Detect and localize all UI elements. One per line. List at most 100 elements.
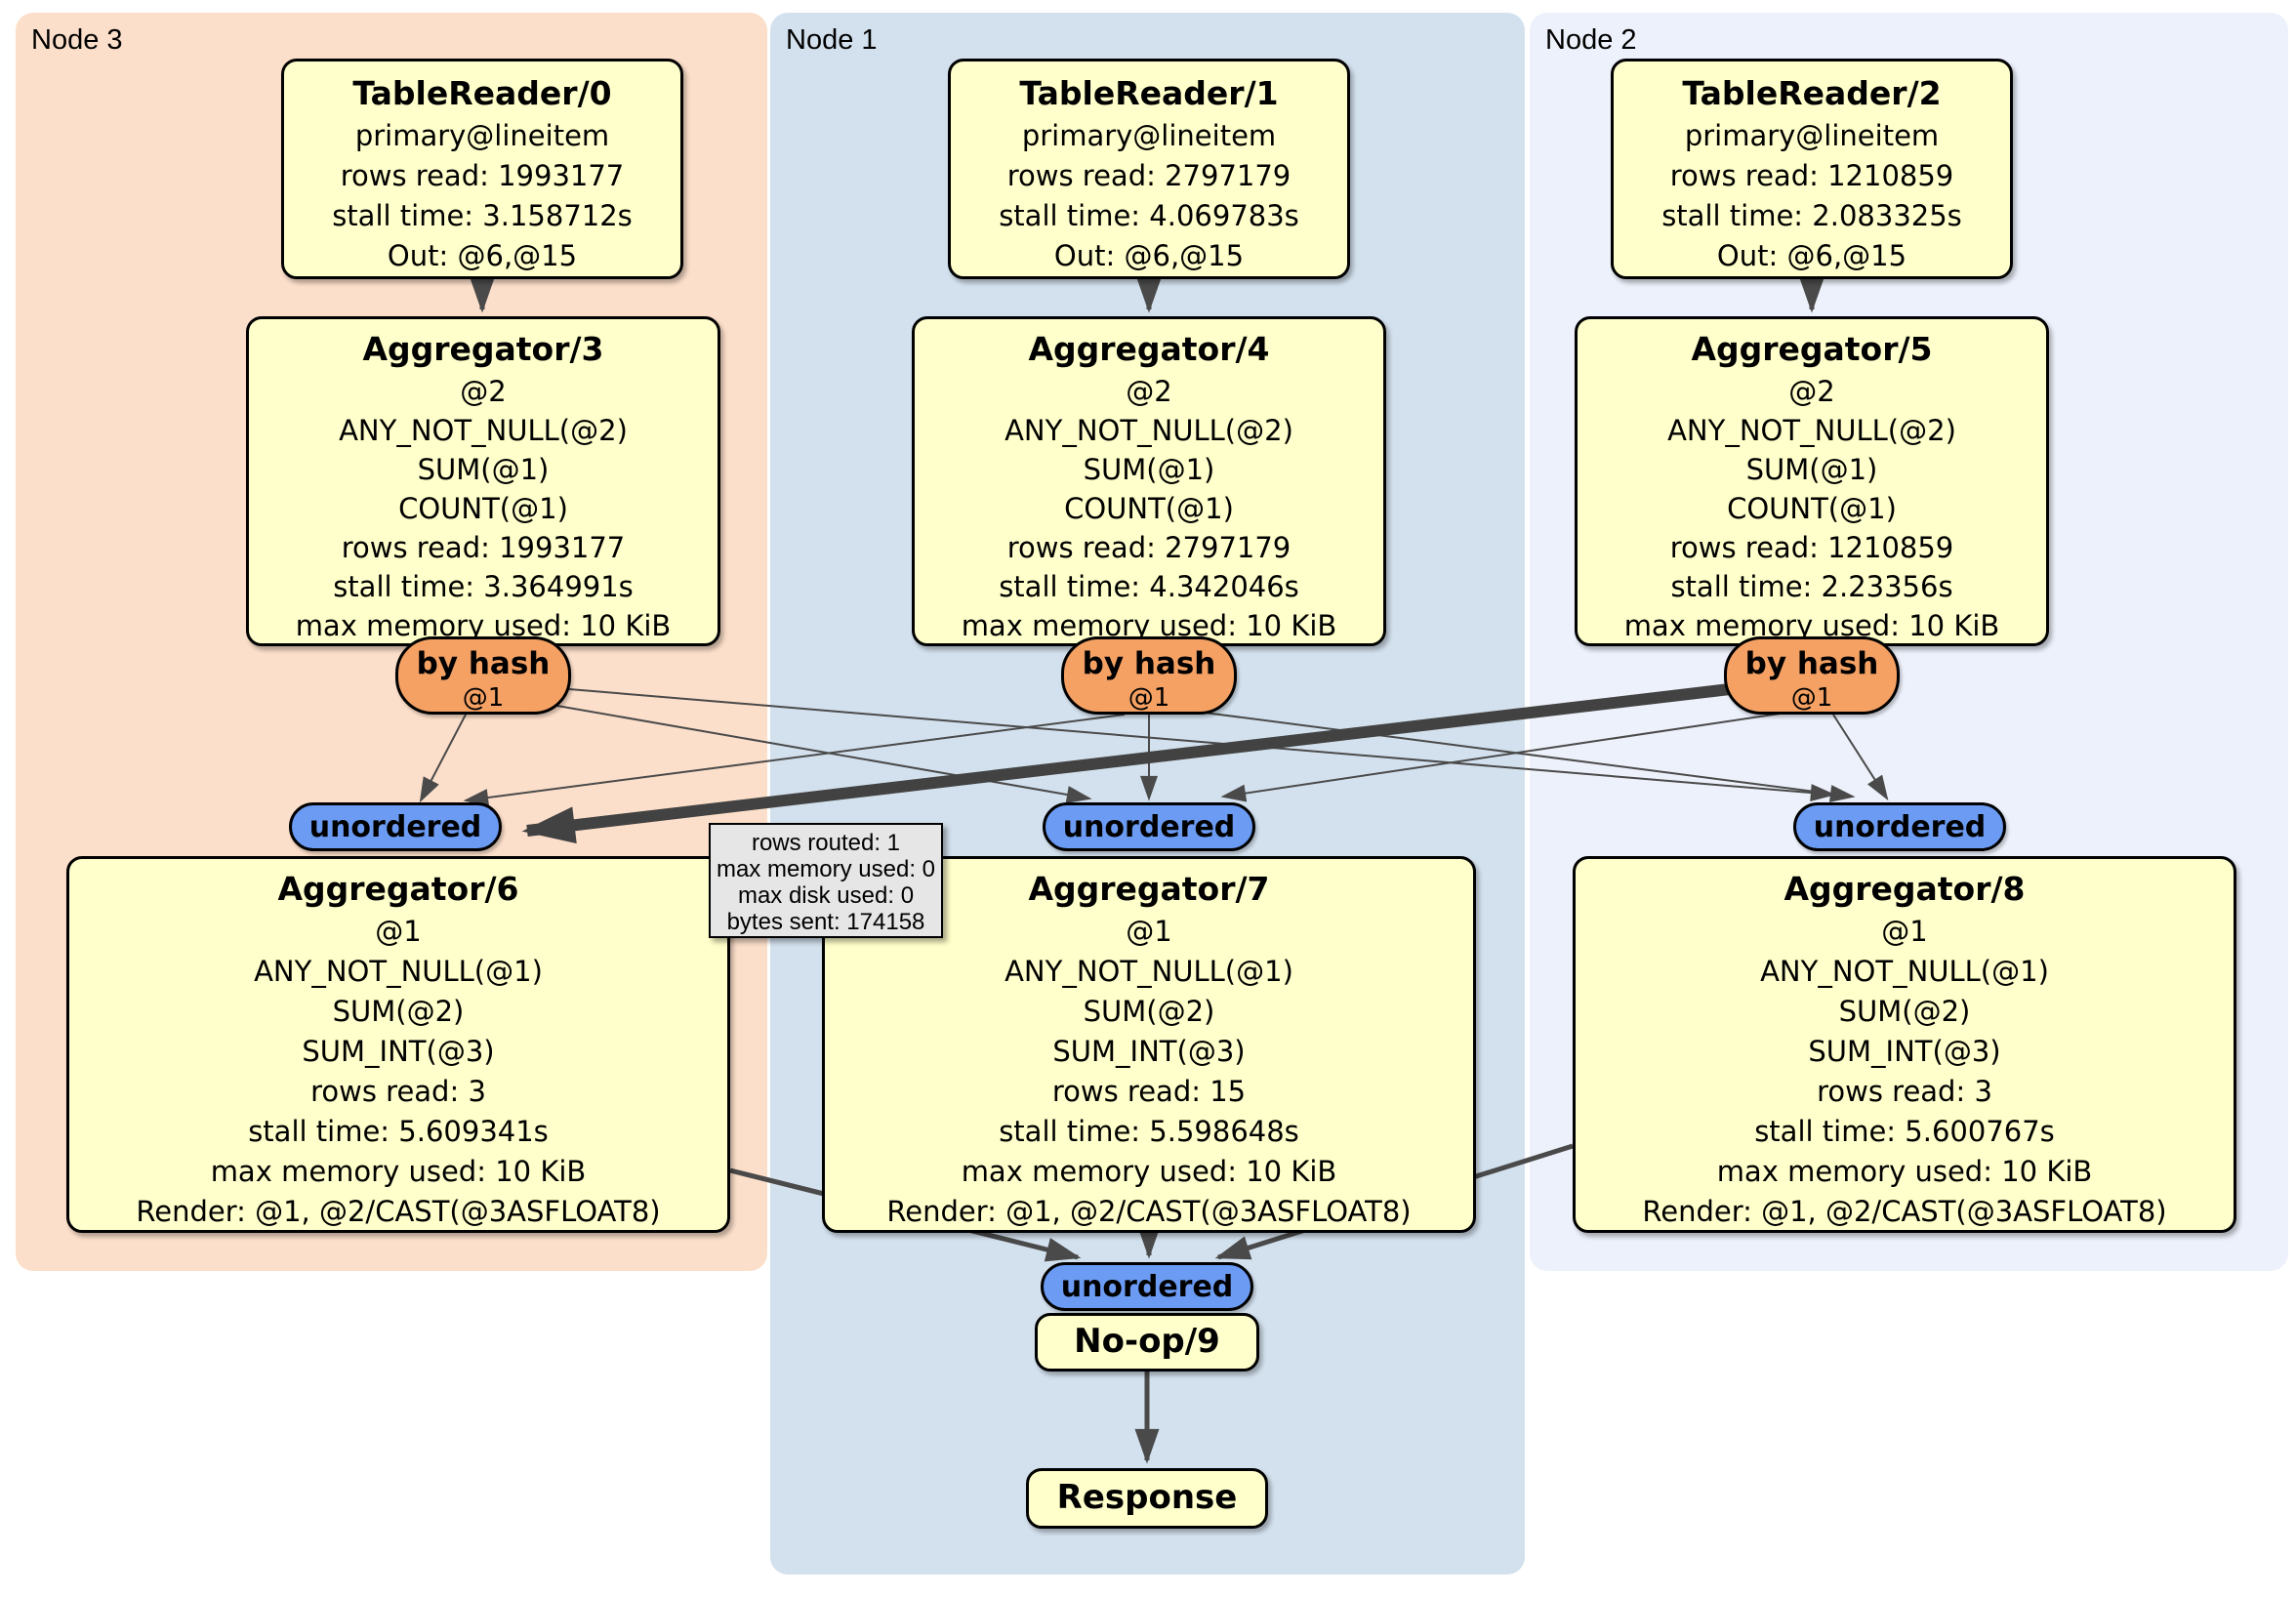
edge-hash3-sync7[interactable] bbox=[551, 704, 1092, 803]
box-line: primary@lineitem bbox=[354, 119, 610, 152]
box-aggregator-3[interactable]: Aggregator/3 @2 ANY_NOT_NULL(@2) SUM(@1)… bbox=[246, 316, 720, 646]
box-line: stall time: 5.598648s bbox=[999, 1115, 1299, 1148]
box-line: @1 bbox=[375, 915, 422, 948]
box-title: TableReader/1 bbox=[1019, 74, 1279, 112]
edge-hash3-sync6[interactable] bbox=[419, 714, 467, 803]
box-title: Aggregator/3 bbox=[362, 330, 604, 368]
box-line: COUNT(@1) bbox=[398, 492, 568, 525]
box-line: SUM(@1) bbox=[417, 453, 550, 486]
box-line: stall time: 4.342046s bbox=[999, 570, 1299, 603]
box-line: stall time: 3.364991s bbox=[333, 570, 634, 603]
box-title: TableReader/0 bbox=[352, 74, 612, 112]
box-line: ANY_NOT_NULL(@2) bbox=[1667, 414, 1956, 447]
edge-hash3-sync8[interactable] bbox=[568, 688, 1836, 802]
edge-hash5-sync6-highlighted[interactable] bbox=[521, 683, 1731, 844]
box-line: SUM_INT(@3) bbox=[1808, 1035, 2001, 1068]
box-line: @2 bbox=[1126, 375, 1172, 408]
box-line: rows read: 3 bbox=[310, 1075, 486, 1108]
box-line: rows read: 1210859 bbox=[1669, 531, 1954, 564]
box-aggregator-5[interactable]: Aggregator/5 @2 ANY_NOT_NULL(@2) SUM(@1)… bbox=[1575, 316, 2049, 646]
box-line: ANY_NOT_NULL(@2) bbox=[1004, 414, 1293, 447]
box-line: ANY_NOT_NULL(@2) bbox=[339, 414, 628, 447]
box-aggregator-6[interactable]: Aggregator/6 @1 ANY_NOT_NULL(@1) SUM(@2)… bbox=[66, 856, 730, 1233]
box-line: COUNT(@1) bbox=[1727, 492, 1897, 525]
box-line: max memory used: 10 KiB bbox=[210, 1155, 587, 1188]
edge-hash5-sync8[interactable] bbox=[1832, 714, 1889, 801]
box-line: Out: @6,@15 bbox=[1053, 239, 1245, 272]
box-line: stall time: 5.600767s bbox=[1754, 1115, 2055, 1148]
router-column: @1 bbox=[1128, 683, 1170, 713]
box-line: @2 bbox=[460, 375, 507, 408]
box-line: SUM(@1) bbox=[1083, 453, 1215, 486]
router-label: by hash bbox=[1082, 646, 1216, 681]
edge-hash4-sync6[interactable] bbox=[463, 714, 1126, 806]
box-line: max memory used: 10 KiB bbox=[1716, 1155, 2093, 1188]
box-line: Render: @1, @2/CAST(@3ASFLOAT8) bbox=[136, 1195, 661, 1228]
box-title: Aggregator/7 bbox=[1028, 870, 1270, 908]
tooltip-line: rows routed: 1 bbox=[751, 830, 901, 856]
box-line: stall time: 2.23356s bbox=[1670, 570, 1953, 603]
box-line: rows read: 1993177 bbox=[340, 159, 625, 192]
sync-unordered-7[interactable]: unordered bbox=[1043, 802, 1255, 851]
box-line: rows read: 2797179 bbox=[1006, 531, 1292, 564]
router-label: by hash bbox=[416, 646, 551, 681]
box-line: SUM_INT(@3) bbox=[302, 1035, 495, 1068]
box-line: stall time: 5.609341s bbox=[248, 1115, 549, 1148]
box-line: stall time: 2.083325s bbox=[1661, 199, 1962, 232]
tooltip-line: bytes sent: 174158 bbox=[726, 909, 925, 935]
router-column: @1 bbox=[1790, 683, 1833, 713]
sync-unordered-8[interactable]: unordered bbox=[1793, 802, 2006, 851]
box-line: Out: @6,@15 bbox=[387, 239, 578, 272]
box-title: No-op/9 bbox=[1074, 1322, 1220, 1361]
tooltip-line: max disk used: 0 bbox=[737, 882, 915, 909]
box-response[interactable]: Response bbox=[1026, 1468, 1268, 1529]
box-line: rows read: 1993177 bbox=[341, 531, 626, 564]
region-node3-label: Node 3 bbox=[31, 24, 123, 56]
box-line: primary@lineitem bbox=[1684, 119, 1940, 152]
sync-unordered-9[interactable]: unordered bbox=[1041, 1262, 1253, 1311]
box-title: Aggregator/6 bbox=[277, 870, 519, 908]
box-line: @1 bbox=[1881, 915, 1928, 948]
box-line: ANY_NOT_NULL(@1) bbox=[1004, 955, 1293, 988]
box-line: rows read: 1210859 bbox=[1669, 159, 1954, 192]
tooltip-line: max memory used: 0 bbox=[716, 856, 936, 882]
box-line: SUM(@2) bbox=[1083, 995, 1215, 1028]
box-title: Response bbox=[1056, 1478, 1238, 1517]
router-by-hash-3[interactable]: by hash @1 bbox=[395, 636, 571, 715]
box-aggregator-8[interactable]: Aggregator/8 @1 ANY_NOT_NULL(@1) SUM(@2)… bbox=[1573, 856, 2236, 1233]
sync-unordered-6[interactable]: unordered bbox=[289, 802, 502, 851]
box-line: Out: @6,@15 bbox=[1716, 239, 1907, 272]
box-line: ANY_NOT_NULL(@1) bbox=[1760, 955, 2049, 988]
router-by-hash-5[interactable]: by hash @1 bbox=[1724, 636, 1900, 715]
region-node1-label: Node 1 bbox=[786, 24, 878, 56]
router-label: by hash bbox=[1744, 646, 1879, 681]
box-line: ANY_NOT_NULL(@1) bbox=[254, 955, 543, 988]
box-line: SUM(@1) bbox=[1745, 453, 1878, 486]
box-line: SUM_INT(@3) bbox=[1052, 1035, 1246, 1068]
box-noop-9[interactable]: No-op/9 bbox=[1035, 1313, 1259, 1372]
box-aggregator-4[interactable]: Aggregator/4 @2 ANY_NOT_NULL(@2) SUM(@1)… bbox=[912, 316, 1386, 646]
box-title: Aggregator/5 bbox=[1691, 330, 1933, 368]
box-title: Aggregator/8 bbox=[1784, 870, 2026, 908]
region-node2-label: Node 2 bbox=[1545, 24, 1637, 56]
box-tablereader-2[interactable]: TableReader/2 primary@lineitem rows read… bbox=[1611, 59, 2013, 279]
box-line: stall time: 4.069783s bbox=[999, 199, 1299, 232]
box-title: Aggregator/4 bbox=[1028, 330, 1270, 368]
box-line: primary@lineitem bbox=[1021, 119, 1277, 152]
edge-stats-tooltip: rows routed: 1 max memory used: 0 max di… bbox=[709, 823, 943, 938]
edge-hash5-sync7[interactable] bbox=[1220, 712, 1787, 802]
box-tablereader-1[interactable]: TableReader/1 primary@lineitem rows read… bbox=[948, 59, 1350, 279]
box-line: COUNT(@1) bbox=[1064, 492, 1234, 525]
router-by-hash-4[interactable]: by hash @1 bbox=[1061, 636, 1237, 715]
box-line: Render: @1, @2/CAST(@3ASFLOAT8) bbox=[1642, 1195, 2167, 1228]
router-column: @1 bbox=[462, 683, 505, 713]
box-line: Render: @1, @2/CAST(@3ASFLOAT8) bbox=[886, 1195, 1412, 1228]
box-line: @1 bbox=[1126, 915, 1172, 948]
box-title: TableReader/2 bbox=[1682, 74, 1942, 112]
box-line: max memory used: 10 KiB bbox=[961, 1155, 1337, 1188]
box-line: @2 bbox=[1788, 375, 1835, 408]
box-tablereader-0[interactable]: TableReader/0 primary@lineitem rows read… bbox=[281, 59, 683, 279]
box-line: rows read: 3 bbox=[1817, 1075, 1992, 1108]
box-line: stall time: 3.158712s bbox=[332, 199, 633, 232]
